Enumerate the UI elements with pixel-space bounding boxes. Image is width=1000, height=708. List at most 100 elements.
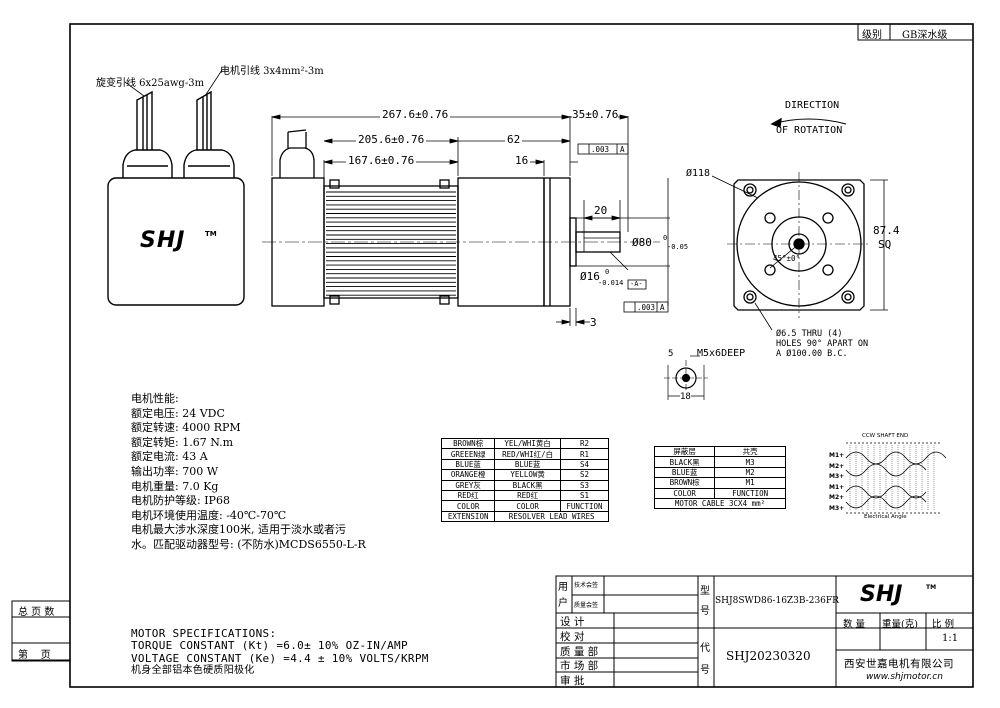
ratio-label: 比 例	[932, 619, 955, 630]
sheet-border	[69, 23, 974, 688]
tol-ref-top: A	[620, 145, 625, 154]
hole-note-3: A Ø100.00 B.C.	[776, 349, 848, 359]
spec-line: 电机环境使用温度: -40℃-70℃	[131, 508, 287, 522]
dim-d16: Ø16	[580, 270, 600, 283]
specs-cn: 电机性能: 额定电压: 24 VDC 额定转速: 4000 RPM 额定转矩: …	[131, 392, 366, 553]
qty-label: 数 量	[843, 619, 866, 630]
resolver-lead-label: 旋变引线 6x25awg-3m	[96, 78, 205, 89]
spec-line: 额定电压: 24 VDC	[131, 406, 225, 420]
waveform-footer: Electrical Angle	[864, 514, 907, 520]
user-label: 用户	[558, 582, 568, 609]
spec-line: 输出功率: 700 W	[131, 464, 219, 478]
specs-cn-heading: 电机性能:	[131, 392, 179, 405]
tol-value-top: .003	[591, 145, 610, 154]
hole-note-2: HOLES 90° APART ON	[776, 339, 869, 349]
direction-line1: DIRECTION	[785, 100, 840, 111]
spec-en-line: VOLTAGE CONSTANT (Ke) =4.4 ± 10% VOLTS/K…	[131, 651, 429, 665]
spec-line: 电机最大涉水深度100米, 适用于淡水或者污	[131, 523, 346, 537]
table-row: MOTOR CABLE 3CX4 mm²	[654, 497, 786, 510]
brand-logo: SHJ	[140, 228, 186, 253]
dim-d16-tol-top: 0	[605, 268, 610, 276]
waveform-chart	[845, 442, 947, 514]
level-label: 级别	[862, 30, 882, 41]
dim-20: 20	[594, 204, 608, 217]
direction-line2: OF ROTATION	[776, 125, 843, 136]
weight-label: 重量(克)	[882, 619, 918, 630]
dim-35: 35±0.76	[572, 108, 619, 121]
dim-205: 205.6±0.76	[356, 133, 427, 146]
spec-line: 水。匹配驱动器型号: (不防水)MCDS6550-L-R	[131, 537, 366, 551]
tol-value-bottom: .003	[637, 303, 656, 312]
model-label: 型号	[700, 586, 710, 617]
spec-line: 电机防护等级: IP68	[131, 494, 230, 508]
code-value: SHJ20230320	[726, 649, 811, 663]
shaft-end-view	[664, 355, 708, 400]
code-label: 代号	[700, 643, 710, 676]
trademark-mark: TM	[205, 230, 217, 238]
title-block	[555, 575, 974, 688]
title-block-tm: TM	[926, 584, 937, 591]
company-website: www.shjmotor.cn	[866, 672, 943, 682]
dim-sq-label: SQ	[878, 238, 892, 251]
dim-18: 18	[680, 392, 691, 402]
dim-d118: Ø118	[686, 168, 711, 179]
waveform-labels: M1+ M2+ M3+ M1+ M2+ M3+	[829, 452, 845, 512]
hole-note-1: Ø6.5 THRU (4)	[776, 329, 843, 339]
page-label: 第 页	[18, 650, 51, 661]
title-block-logo: SHJ	[860, 582, 903, 607]
rear-view	[107, 69, 245, 306]
dim-d80: Ø80	[632, 236, 652, 249]
dim-d16-tol-bot: -0.014	[598, 279, 624, 287]
front-view	[711, 117, 888, 331]
tol-ref-bottom: A	[660, 303, 665, 312]
dim-d80-tol-bot: -0.05	[667, 243, 689, 251]
approval-roles: 设 计 校 对 质 量 部 市 场 部 审 批	[560, 616, 599, 688]
table-row: 屏蔽层共壳	[653, 445, 786, 458]
spec-line: 额定转速: 4000 RPM	[131, 421, 241, 435]
level-box	[857, 23, 974, 41]
spec-line: 电机重量: 7.0 Kg	[131, 479, 219, 493]
motor-lead-label: 电机引线 3x4mm²-3m	[220, 66, 324, 77]
spec-line: 额定电流: 43 A	[131, 450, 208, 464]
fins	[326, 191, 456, 296]
spec-en-note: 机身全部铝本色硬质阳极化	[131, 665, 255, 677]
spec-en-line: MOTOR SPECIFICATIONS:	[131, 627, 277, 640]
specs-en: MOTOR SPECIFICATIONS: TORQUE CONSTANT (K…	[131, 627, 429, 678]
dim-16: 16	[515, 154, 529, 167]
thread-note: M5x6DEEP	[697, 348, 746, 359]
dim-267: 267.6±0.76	[380, 108, 451, 121]
dim-62: 62	[505, 133, 523, 146]
spec-line: 额定转矩: 1.67 N.m	[131, 435, 234, 449]
dim-d80-tol-top: 0	[663, 234, 668, 242]
tech-sign-label: 技术会签	[574, 582, 599, 589]
model-value: SHJ8SWD86-16Z3B-236FR	[715, 596, 839, 606]
angle-note: 45°±0°	[773, 254, 801, 263]
dim-3: 3	[590, 316, 597, 329]
datum-box-label: -A-	[630, 280, 643, 288]
waveform-title: CCW SHAFT END	[862, 433, 909, 439]
dim-167: 167.6±0.76	[346, 154, 417, 167]
level-value: GB深水级	[902, 30, 948, 41]
left-margin-box	[11, 600, 71, 662]
total-pages-label: 总 页 数	[18, 607, 55, 618]
quality-sign-label: 质量会签	[574, 602, 599, 609]
dim-sq-value: 87.4	[873, 224, 900, 237]
dim-5: 5	[668, 349, 674, 359]
spec-en-line: TORQUE CONSTANT (Kt) =6.0± 10% OZ-IN/AMP	[131, 639, 408, 653]
company-name: 西安世嘉电机有限公司	[844, 658, 954, 670]
